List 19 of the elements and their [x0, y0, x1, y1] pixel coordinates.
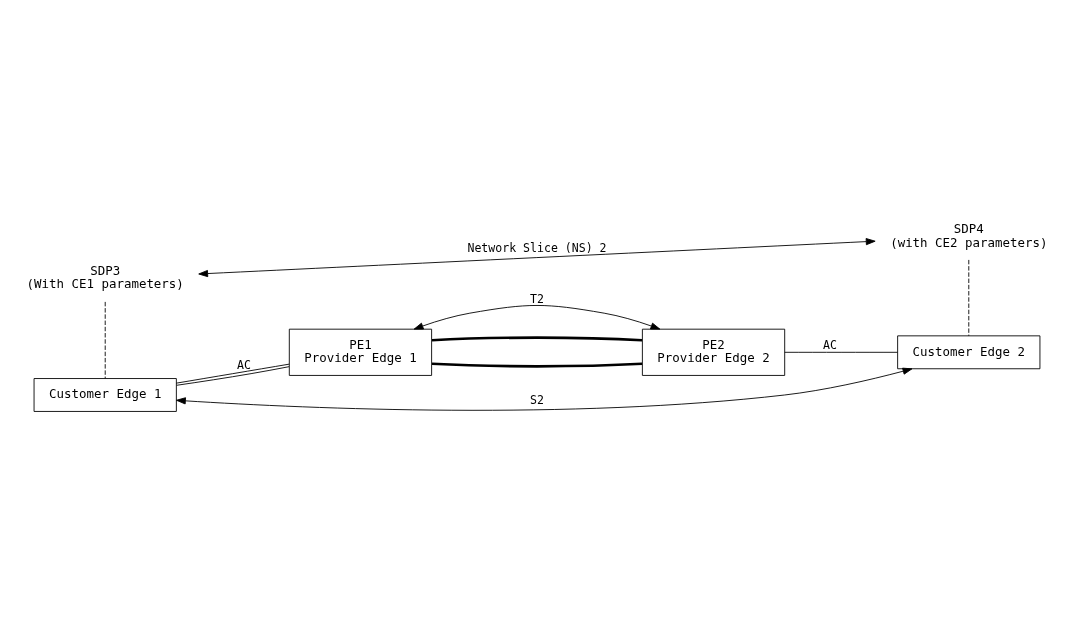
edge-label: AC: [823, 338, 837, 353]
arrow: [198, 238, 876, 278]
node-box: PE1 Provider Edge 1: [288, 328, 433, 376]
arrow: [413, 305, 661, 330]
connector: [104, 301, 106, 379]
edge-label: AC: [237, 357, 251, 372]
connector: [784, 351, 898, 353]
connector: [968, 259, 970, 337]
arrow: [176, 367, 913, 411]
connector: [431, 362, 643, 368]
node-box: Customer Edge 2: [897, 335, 1041, 370]
edge-label: Network Slice (NS) 2: [467, 241, 607, 256]
connector: [431, 336, 643, 342]
edge-label: S2: [530, 393, 544, 408]
node-box: Customer Edge 1: [33, 378, 177, 412]
edge-label: T2: [530, 291, 544, 306]
node-text: SDP4 (with CE2 parameters): [890, 221, 1048, 250]
node-text: SDP3 (With CE1 parameters): [26, 263, 184, 292]
node-box: PE2 Provider Edge 2: [641, 328, 786, 376]
